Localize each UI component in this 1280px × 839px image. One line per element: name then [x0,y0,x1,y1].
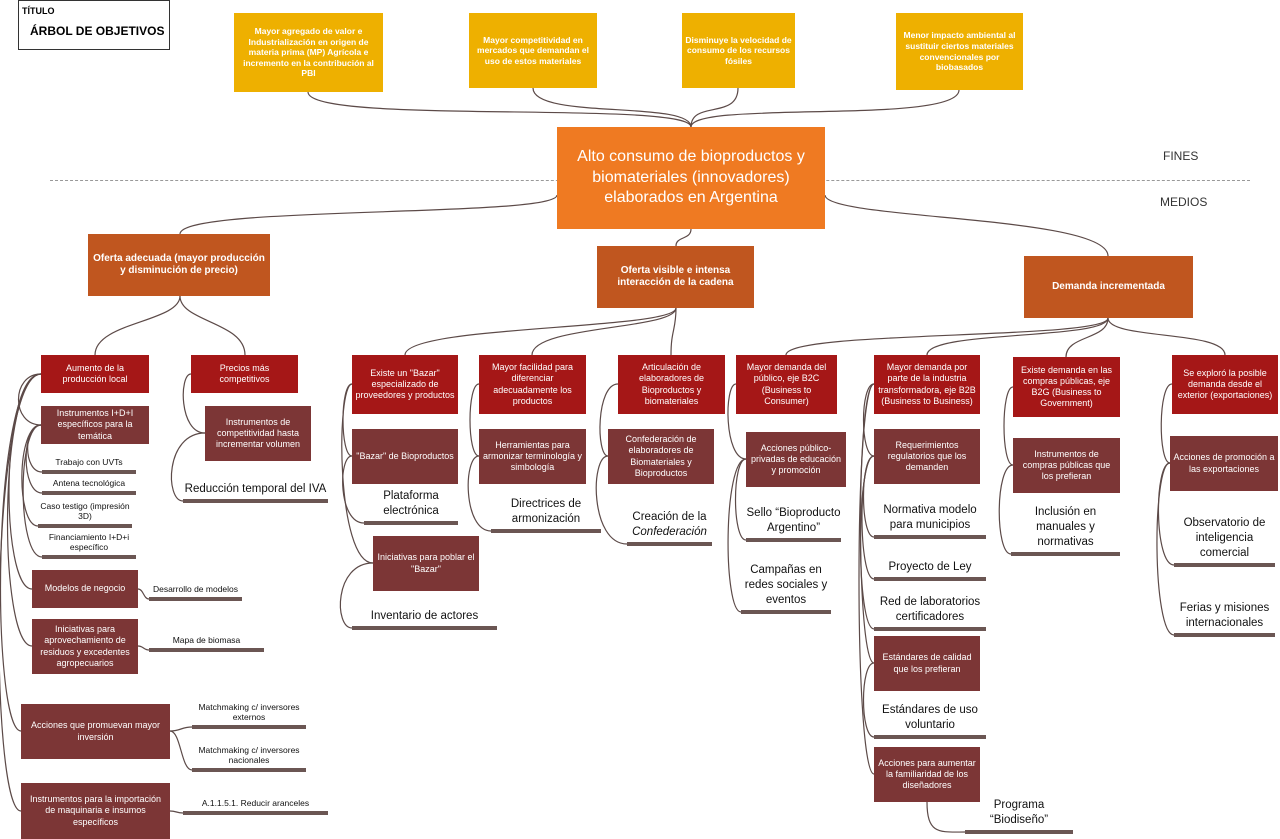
bracket-connector [998,464,1014,555]
action-leaf: Observatorio de inteligencia comercial [1174,513,1275,567]
bracket-connector [599,383,619,457]
bracket-connector [861,455,875,580]
bracket-connector [22,424,43,558]
mean-node: "Bazar" de Bioproductos [352,429,458,484]
action-leaf: Caso testigo (impresión 3D) [38,497,132,528]
objective-node: Existe demanda en las compras públicas, … [1013,357,1120,417]
bracket-connector [1160,383,1173,464]
mean-node: Iniciativas para aprovechamiento de resi… [32,619,138,674]
bracket-connector [862,383,875,457]
fin-node: Mayor agregado de valor e Industrializac… [234,13,383,92]
side-connector [137,645,150,651]
bracket-connector [727,458,747,613]
mean-node: Herramientas para armonizar terminología… [479,429,586,484]
mean-node: Requerimientos regulatorios que los dema… [874,429,980,484]
mean-node: Instrumentos I+D+I específicos para la t… [41,406,149,444]
mean-node: Instrumentos para la importación de maqu… [21,783,170,839]
bracket-connector [467,455,492,532]
objective-node: Existe un "Bazar" especializado de prove… [352,355,458,414]
objective-node: Mayor facilidad para diferenciar adecuad… [479,355,586,414]
objective-node: Mayor demanda del público, eje B2C (Busi… [736,355,837,414]
bracket-connector [862,455,875,538]
action-leaf: Inventario de actores [352,605,497,630]
action-leaf: Programa “Biodiseño” [965,799,1073,834]
mean-node: Acciones que promuevan mayor inversión [21,704,170,759]
mean-node: Acciones de promoción a las exportacione… [1170,436,1278,491]
mean-node: Instrumentos de competitividad hasta inc… [205,406,311,461]
bracket-connector [342,455,365,524]
mean-node: Instrumentos de compras públicas que los… [1013,438,1120,493]
action-leaf: Matchmaking c/ inversores externos [192,697,306,729]
bracket-connector [1156,462,1175,636]
action-leaf: Directrices de armonización [491,494,601,533]
action-leaf: A.1.1.5.1. Reducir aranceles [183,795,328,815]
mean-node: Acciones para aumentar la familiaridad d… [874,747,980,802]
action-leaf: Mapa de biomasa [149,634,264,652]
action-leaf: Red de laboratorios certificadores [874,592,986,631]
side-connector [137,588,150,600]
action-leaf: Trabajo con UVTs [42,452,136,474]
action-leaf: Proyecto de Ley [874,556,986,581]
bracket-connector [595,455,628,545]
side-connector [169,726,193,732]
bracket-connector [170,432,206,502]
branch-node: Oferta visible e intensa interacción de … [597,246,754,308]
central-objective: Alto consumo de bioproductos y biomateri… [557,127,825,229]
mean-node: Modelos de negocio [32,570,138,608]
bracket-connector [859,455,875,630]
bracket-connector [0,373,42,812]
action-leaf: Plataforma electrónica [364,486,458,525]
fin-node: Disminuye la velocidad de consumo de los… [682,13,795,88]
bracket-connector [727,383,747,460]
action-leaf: Desarrollo de modelos [149,580,242,601]
mean-node: Estándares de calidad que los prefieran [874,636,980,691]
action-leaf: Financiamiento I+D+i específico [42,528,136,559]
bracket-connector [862,662,875,738]
side-connector [169,810,184,814]
bracket-connector [182,373,206,434]
branch-node: Demanda incrementada [1024,256,1193,318]
fines-label: FINES [1163,149,1199,163]
mean-node: Iniciativas para poblar el "Bazar" [373,536,479,591]
title-box [18,0,170,50]
action-leaf: Reducción temporal del IVA [183,478,328,503]
bracket-connector [1003,386,1014,466]
action-leaf: Ferias y misiones internacionales [1174,583,1275,637]
bracket-connector [858,383,875,775]
bracket-connector [339,562,374,629]
bracket-connector [469,383,480,457]
action-leaf: Campañas en redes sociales y eventos [741,560,831,614]
action-leaf: Sello “Bioproducto Argentino” [746,502,841,542]
fin-node: Menor impacto ambiental al sustituir cie… [896,13,1023,90]
action-text-emphasis: Confederación [632,526,707,539]
bracket-connector [8,373,42,590]
bracket-connector [18,373,42,426]
action-leaf: Estándares de uso voluntario [874,699,986,739]
mean-node: Confederación de elaboradores de Biomate… [608,429,714,484]
bracket-connector [27,424,43,473]
action-leaf: Creación de la Confederación [627,506,712,546]
diagram-title: ÁRBOL DE OBJETIVOS [30,24,165,38]
objective-node: Precios más competitivos [191,355,298,393]
objective-node: Articulación de elaboradores de Bioprodu… [618,355,725,414]
fin-node: Mayor competitividad en mercados que dem… [469,13,597,88]
action-text: Creación de la [632,511,707,524]
bracket-connector [342,383,353,457]
medios-label: MEDIOS [1160,195,1208,209]
action-leaf: Inclusión en manuales y normativas [1011,503,1120,556]
side-connector [169,730,193,771]
bracket-connector [734,458,747,541]
branch-node: Oferta adecuada (mayor producción y dism… [88,234,270,296]
objective-node: Aumento de la producción local [41,355,149,393]
mean-node: Acciones público-privadas de educación y… [746,432,846,487]
action-leaf: Matchmaking c/ inversores nacionales [192,740,306,772]
action-leaf: Antena tecnológica [42,476,136,495]
action-leaf: Normativa modelo para municipios [874,499,986,539]
objective-node: Mayor demanda por parte de la industria … [874,355,980,414]
title-label: TÍTULO [22,6,55,16]
objective-node: Se exploró la posible demanda desde el e… [1172,355,1278,414]
